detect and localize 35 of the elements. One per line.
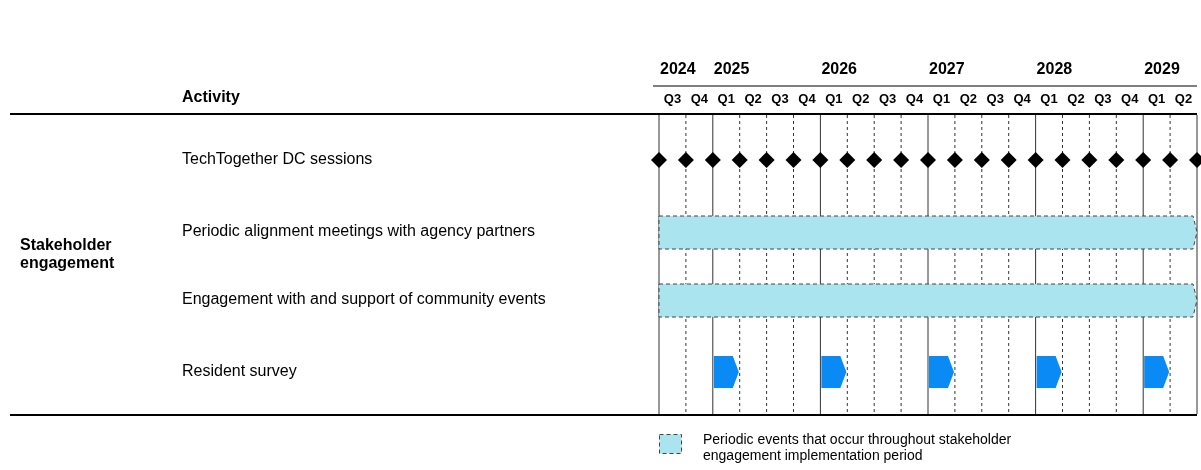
quarter-label: Q1 (824, 91, 844, 106)
quarter-label: Q2 (851, 91, 871, 106)
quarter-label: Q4 (689, 91, 709, 106)
quarter-label: Q3 (985, 91, 1005, 106)
timeline-bar (658, 283, 1198, 318)
activity-label: Periodic alignment meetings with agency partners (182, 222, 536, 240)
year-label: 2027 (929, 60, 965, 78)
quarter-label: Q2 (1173, 91, 1194, 106)
year-label: 2026 (821, 60, 857, 78)
quarter-label: Q4 (797, 91, 817, 106)
legend-text: Periodic events that occur throughout stakeholder engagement implementation period (703, 431, 1013, 463)
quarter-label: Q3 (877, 91, 898, 106)
quarter-label: Q2 (743, 91, 763, 106)
quarter-label: Q4 (904, 91, 925, 106)
year-label: 2024 (660, 60, 696, 78)
group-label: Stakeholder engagement (20, 236, 116, 272)
activity-label: TechTogether DC sessions (182, 150, 373, 168)
quarter-label: Q1 (716, 91, 736, 106)
activity-label: Resident survey (182, 362, 297, 380)
quarter-label: Q3 (770, 91, 790, 106)
quarter-label: Q4 (1120, 91, 1140, 106)
year-label: 2029 (1144, 60, 1180, 78)
timeline-bar (658, 215, 1198, 250)
quarter-label: Q4 (1012, 91, 1032, 106)
year-label: 2028 (1036, 60, 1073, 78)
quarter-label: Q1 (931, 91, 952, 106)
quarter-label: Q3 (662, 91, 683, 106)
activity-label: Engagement with and support of community events (182, 290, 546, 308)
quarter-label: Q1 (1039, 91, 1059, 106)
quarter-label: Q1 (1146, 91, 1167, 106)
year-label: 2025 (713, 60, 750, 78)
quarter-label: Q2 (1066, 91, 1086, 106)
quarter-label: Q2 (958, 91, 978, 106)
column-header: Activity (182, 88, 240, 106)
quarter-label: Q3 (1093, 91, 1113, 106)
